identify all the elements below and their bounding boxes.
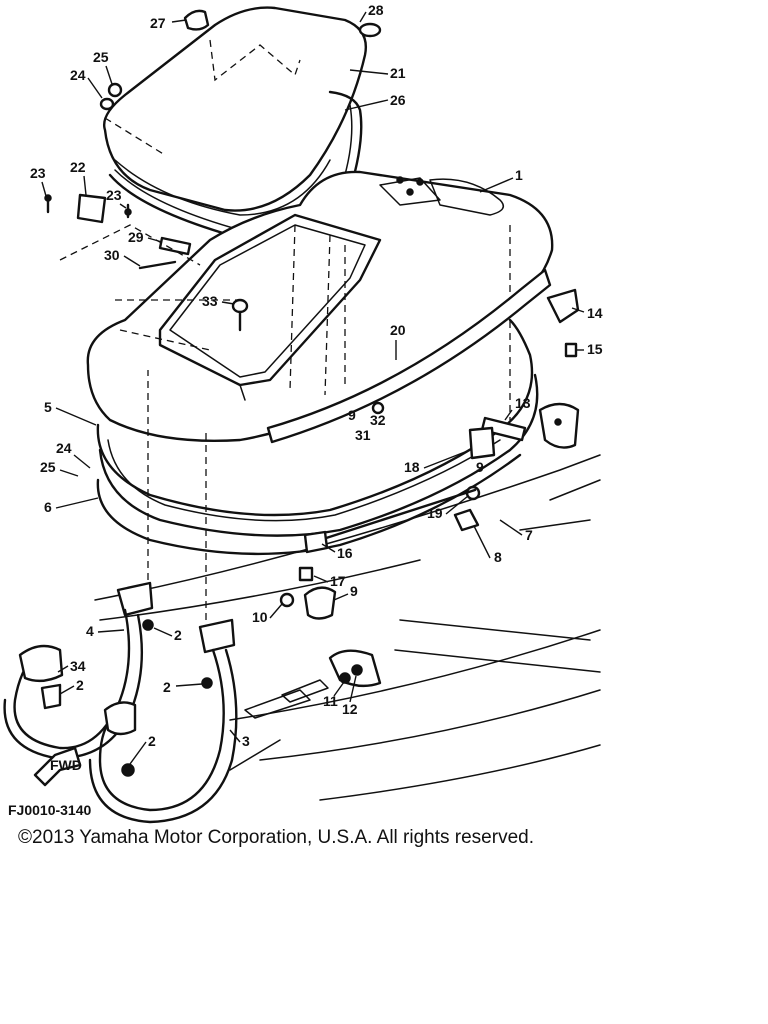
copyright-notice: ©2013 Yamaha Motor Corporation, U.S.A. A… — [18, 827, 534, 848]
callout-4: 4 — [86, 623, 94, 639]
callout-30: 30 — [104, 247, 120, 263]
callout-2: 2 — [174, 627, 182, 643]
callout-16: 16 — [337, 545, 353, 561]
callout-9: 9 — [350, 583, 358, 599]
callout-26: 26 — [390, 92, 406, 108]
callout-13: 13 — [515, 395, 531, 411]
callout-25: 25 — [93, 49, 109, 65]
front-arrow: FWD — [33, 746, 82, 787]
callout-6: 6 — [44, 499, 52, 515]
part-hardware — [44, 9, 580, 688]
callout-24: 24 — [56, 440, 72, 456]
callout-2: 2 — [76, 677, 84, 693]
part-handle-4 — [3, 581, 154, 760]
callout-23: 23 — [30, 165, 46, 181]
part-handle-3 — [88, 618, 238, 824]
callout-8: 8 — [494, 549, 502, 565]
callout-17: 17 — [330, 573, 346, 589]
callout-15: 15 — [587, 341, 603, 357]
callout-2: 2 — [163, 679, 171, 695]
assembly-dash-lines — [59, 224, 240, 620]
callout-9: 9 — [476, 459, 484, 475]
callout-11: 11 — [323, 693, 338, 709]
callout-20: 20 — [390, 322, 406, 338]
part-rail-20 — [266, 268, 552, 444]
callout-32: 32 — [370, 412, 386, 428]
callout-2: 2 — [148, 733, 156, 749]
hull-background-lines — [94, 454, 601, 801]
callout-34: 34 — [70, 658, 86, 674]
callout-7: 7 — [525, 527, 533, 543]
callout-9: 9 — [348, 407, 356, 423]
callout-labels: 27 28 25 24 21 26 22 23 23 1 29 30 33 20… — [30, 2, 603, 765]
callout-23: 23 — [106, 187, 122, 203]
part-seal-5-6 — [96, 318, 539, 556]
callout-1: 1 — [515, 167, 523, 183]
callout-19: 19 — [427, 505, 443, 521]
callout-3: 3 — [242, 733, 250, 749]
callout-18: 18 — [404, 459, 420, 475]
part-lid-21 — [103, 6, 367, 216]
callout-21: 21 — [390, 65, 406, 81]
callout-25: 25 — [40, 459, 56, 475]
part-cover-1 — [86, 170, 554, 443]
front-arrow-label: FWD — [50, 757, 82, 773]
callout-22: 22 — [70, 159, 86, 175]
figure-code: FJ0010-3140 — [8, 802, 92, 818]
callout-5: 5 — [44, 399, 52, 415]
callout-14: 14 — [587, 305, 603, 321]
callout-12: 12 — [342, 701, 358, 717]
exploded-parts-diagram: FWD 27 28 25 24 21 26 22 23 23 1 29 30 3… — [3, 2, 603, 824]
callout-24: 24 — [70, 67, 86, 83]
callout-33: 33 — [202, 293, 218, 309]
callout-31: 31 — [355, 427, 371, 443]
callout-10: 10 — [252, 609, 268, 625]
callout-27: 27 — [150, 15, 166, 31]
callout-28: 28 — [368, 2, 384, 18]
callout-29: 29 — [128, 229, 144, 245]
